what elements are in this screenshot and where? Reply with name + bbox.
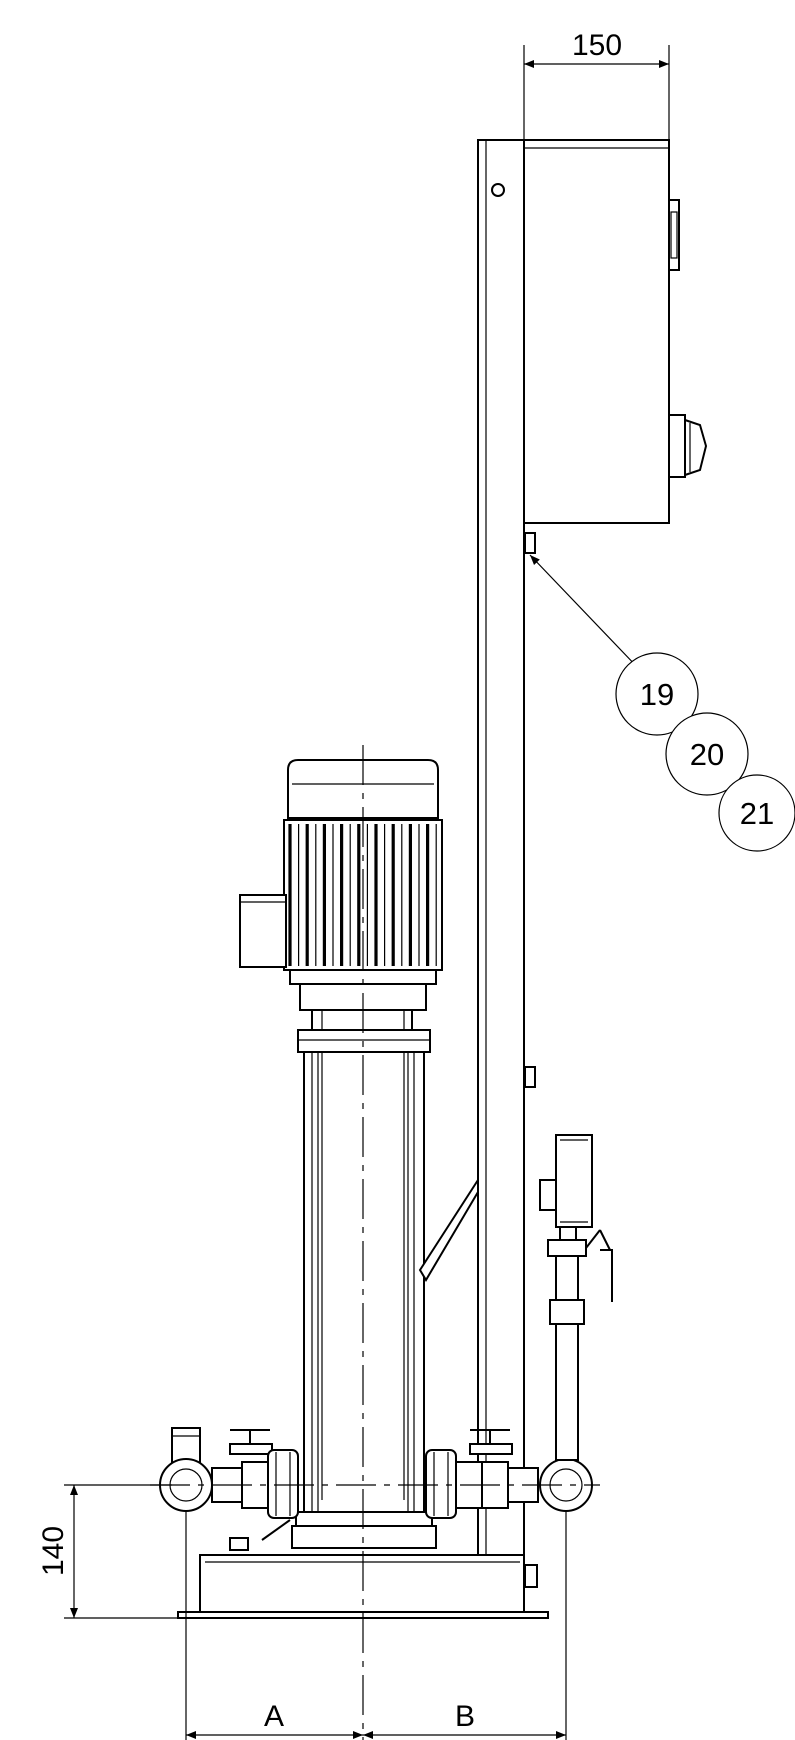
pump-body	[291, 1029, 479, 1549]
balloon-label-20: 20	[690, 737, 724, 772]
motor	[239, 759, 443, 1031]
dimension-label-b: B	[455, 1700, 475, 1733]
balloon-19	[615, 652, 699, 736]
dimension-150: 150	[523, 29, 670, 140]
balloon-label-21: 21	[740, 796, 774, 831]
dimension-label-150: 150	[572, 29, 622, 62]
dimension-label-a: A	[264, 1700, 284, 1733]
dimension-a-b: A B	[185, 1512, 567, 1740]
dimension-label-140: 140	[37, 1526, 70, 1576]
dimension-140: 140	[37, 1484, 178, 1619]
support-column	[477, 139, 538, 1588]
suction-manifold	[159, 1427, 299, 1519]
balloon-label-19: 19	[640, 677, 674, 712]
balloon-21	[718, 774, 795, 852]
balloon-20	[665, 712, 749, 796]
control-box	[523, 139, 708, 524]
part-callouts: 19 20 21	[529, 554, 795, 852]
